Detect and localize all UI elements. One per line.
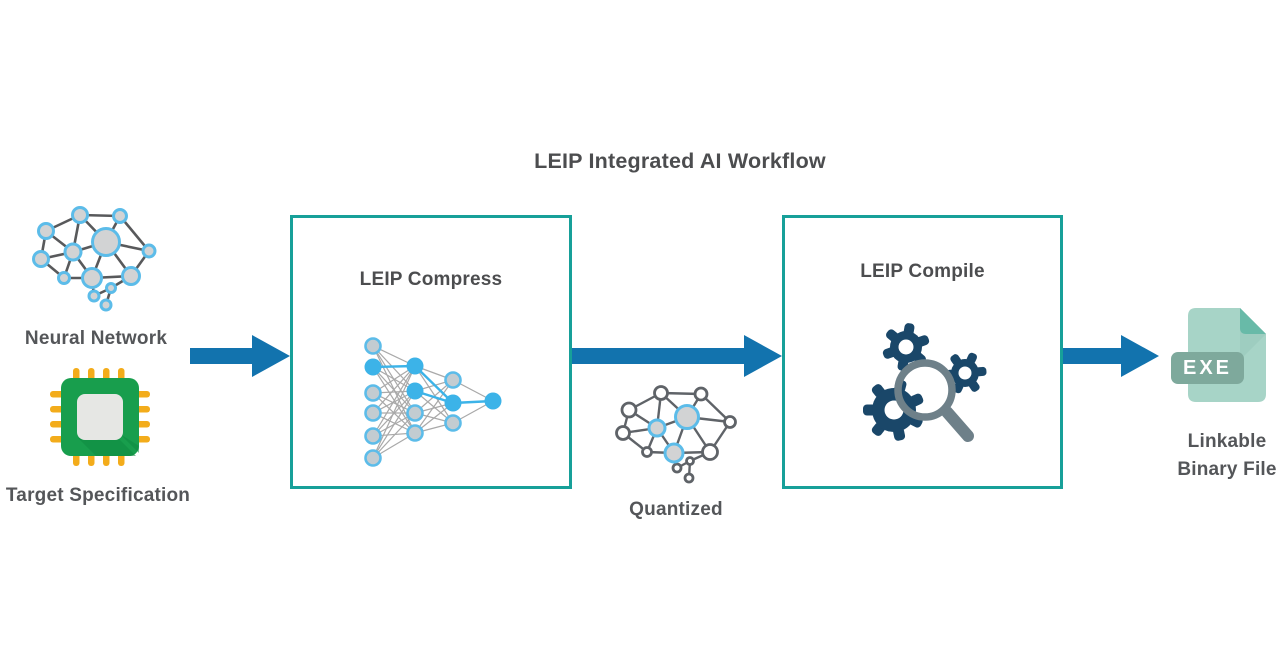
- page-title: LEIP Integrated AI Workflow: [534, 149, 826, 173]
- right-arrow-icon: [1062, 335, 1159, 377]
- exe-badge-text: EXE: [1182, 356, 1233, 379]
- brain-network-icon: [32, 206, 157, 312]
- gears-magnifier-icon: [863, 323, 987, 442]
- output-label-line2: Binary File: [1177, 459, 1277, 480]
- right-arrow-icon: [571, 335, 782, 377]
- quantized-brain-network-icon: [615, 385, 737, 484]
- leip-compile-title: LEIP Compile: [860, 261, 985, 282]
- leip-compress-title: LEIP Compress: [359, 269, 503, 290]
- chip-icon: [50, 368, 150, 466]
- linkable-binary-file-label: Linkable Binary File: [1157, 428, 1279, 484]
- quantized-label: Quantized: [629, 499, 723, 520]
- exe-badge: EXE: [1171, 352, 1244, 384]
- leip-compress-box: LEIP Compress: [290, 215, 572, 489]
- neural-network-label: Neural Network: [24, 328, 168, 349]
- right-arrow-icon: [190, 335, 290, 377]
- output-label-line1: Linkable: [1187, 431, 1267, 452]
- leip-compile-box: LEIP Compile: [782, 215, 1063, 489]
- target-specification-label: Target Specification: [5, 485, 191, 506]
- neural-net-layers-icon: [364, 337, 502, 467]
